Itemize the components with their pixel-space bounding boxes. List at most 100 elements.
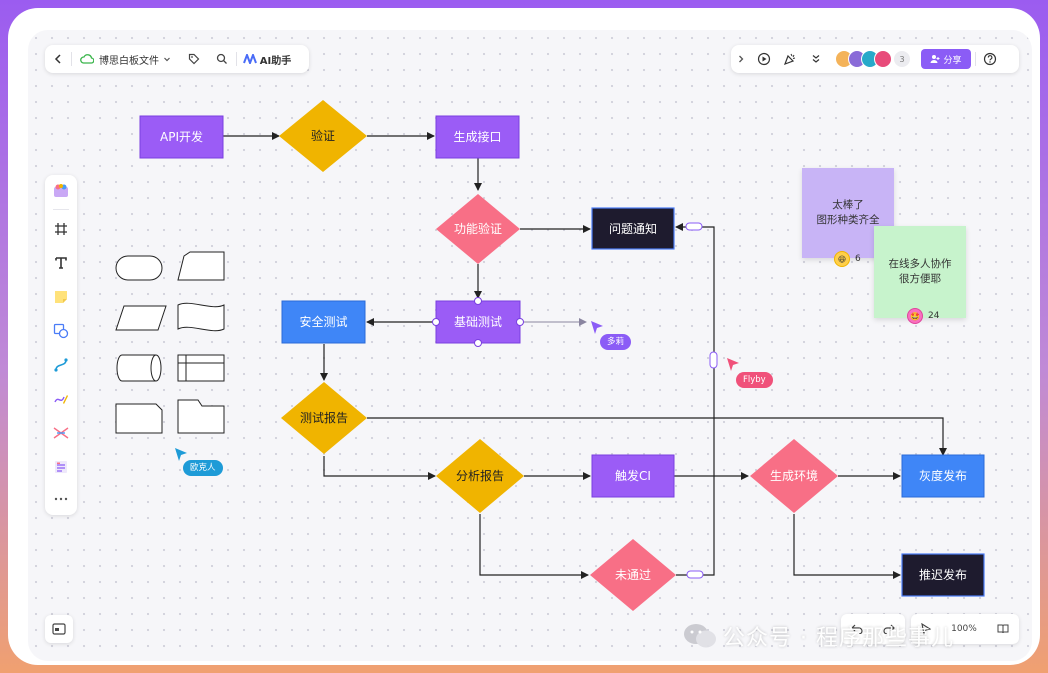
selection-handle[interactable] [474,339,482,347]
table-icon [55,461,67,473]
edge-analyze-notpassed[interactable] [479,514,589,579]
star-eyes-emoji-icon: 🤩 [907,308,923,324]
minimap-icon [52,623,66,635]
avatar [874,50,892,68]
cursor-label-oukeren: 欧克人 [183,460,223,476]
node-trigger-ci[interactable]: 触发CI [591,454,675,498]
more-tools-button[interactable] [45,485,77,513]
tag-icon [188,53,200,65]
collapse-button[interactable] [731,45,751,73]
node-basic-test[interactable]: 基础测试 [432,297,524,347]
more-collapse-button[interactable] [803,45,829,73]
document-shape[interactable] [115,403,163,434]
sticky-text: 很方便耶 [899,273,941,285]
svg-text:触发CI: 触发CI [615,468,651,483]
svg-text:验证: 验证 [311,128,335,143]
internal-storage-shape[interactable] [177,354,225,382]
pen-tool[interactable] [45,385,77,413]
svg-text:测试报告: 测试报告 [300,410,348,425]
svg-text:生成环境: 生成环境 [770,468,818,483]
more-dots-icon [54,497,68,501]
shape-tool[interactable] [45,317,77,345]
sticky-note-green[interactable]: 在线多人协作 很方便耶 [874,226,966,318]
help-button[interactable] [976,45,1004,73]
chevron-right-icon [739,55,744,63]
connector-handle[interactable] [709,351,718,369]
undo-redo-bar [841,614,905,644]
templates-tool[interactable] [45,177,77,205]
edge-env-delay[interactable] [793,514,901,579]
ai-logo-icon [242,54,257,64]
undo-icon[interactable] [851,624,863,634]
node-gen-env[interactable]: 生成环境 [750,439,838,513]
share-button-wrap: 分享 [917,45,975,73]
frame-tool[interactable] [45,215,77,243]
node-gen-api[interactable]: 生成接口 [435,115,520,159]
top-left-toolbar: 博思白板文件 AI助手 [45,45,309,73]
cylinder-edge [150,354,157,382]
mindmap-tool[interactable] [45,419,77,447]
svg-text:未通过: 未通过 [615,568,651,582]
node-verify[interactable]: 验证 [279,100,367,172]
sticky-note-tool[interactable] [45,283,77,311]
ai-assistant-button[interactable]: AI助手 [237,45,297,73]
file-name-dropdown[interactable]: 博思白板文件 [72,45,180,73]
connector-tool[interactable] [45,351,77,379]
tag-button[interactable] [180,45,208,73]
top-right-toolbar: 3 分享 [731,45,1019,73]
zoom-level[interactable]: 100% [951,624,977,634]
svg-text:安全测试: 安全测试 [299,314,347,329]
help-icon [983,52,997,66]
app-frame: 博思白板文件 AI助手 [8,8,1040,665]
reaction-count: 24 [928,311,940,321]
search-button[interactable] [208,45,236,73]
node-delay-release[interactable]: 推迟发布 [901,553,985,597]
node-func-verify[interactable]: 功能验证 [436,194,520,264]
node-security-test[interactable]: 安全测试 [281,300,366,344]
minimap-button[interactable] [45,615,73,643]
search-icon [216,53,227,64]
celebrate-button[interactable] [777,45,803,73]
connector-handle[interactable] [685,222,703,231]
edge-notpassed-notify[interactable] [675,223,715,576]
whiteboard-canvas[interactable]: 博思白板文件 AI助手 [28,30,1032,661]
cylinder-shape[interactable] [116,354,162,382]
edge-report-gray[interactable] [367,417,947,456]
node-api-dev[interactable]: API开发 [139,115,224,159]
connector-icon [54,358,68,372]
folder-shape[interactable] [177,399,225,434]
present-button[interactable] [751,45,777,73]
pointer-icon[interactable] [921,623,932,635]
terminator-shape[interactable] [115,255,163,281]
reaction-green[interactable]: 🤩 24 [907,308,939,324]
node-test-report[interactable]: 测试报告 [281,382,367,454]
connector-handle[interactable] [686,570,704,579]
node-not-passed[interactable]: 未通过 [590,539,676,611]
frame-icon [55,223,67,235]
share-button[interactable]: 分享 [921,49,971,69]
parallelogram-shape[interactable] [115,305,167,331]
share-label: 分享 [943,55,962,66]
table-tool[interactable] [45,453,77,481]
reaction-purple[interactable]: 😆 6 [834,251,861,267]
svg-text:API开发: API开发 [160,129,203,144]
node-gray-release[interactable]: 灰度发布 [901,454,985,498]
party-popper-icon [783,53,796,66]
cursor-label-flyby: Flyby [736,372,773,388]
selection-handle[interactable] [516,318,524,326]
laugh-emoji-icon: 😆 [834,251,850,267]
selection-handle[interactable] [474,297,482,305]
redo-icon[interactable] [883,624,895,634]
wave-shape[interactable] [177,302,225,332]
node-analyze-report[interactable]: 分析报告 [436,439,524,513]
text-tool[interactable] [45,249,77,277]
collaborator-avatars[interactable]: 3 [829,45,917,73]
node-issue-notify[interactable]: 问题通知 [591,207,675,250]
back-button[interactable] [45,45,71,73]
edge-report-analyze[interactable] [323,456,436,480]
templates-icon [54,184,68,197]
selection-handle[interactable] [432,318,440,326]
book-icon[interactable] [997,624,1009,634]
manual-input-shape[interactable] [177,251,225,281]
svg-text:灰度发布: 灰度发布 [919,468,967,483]
